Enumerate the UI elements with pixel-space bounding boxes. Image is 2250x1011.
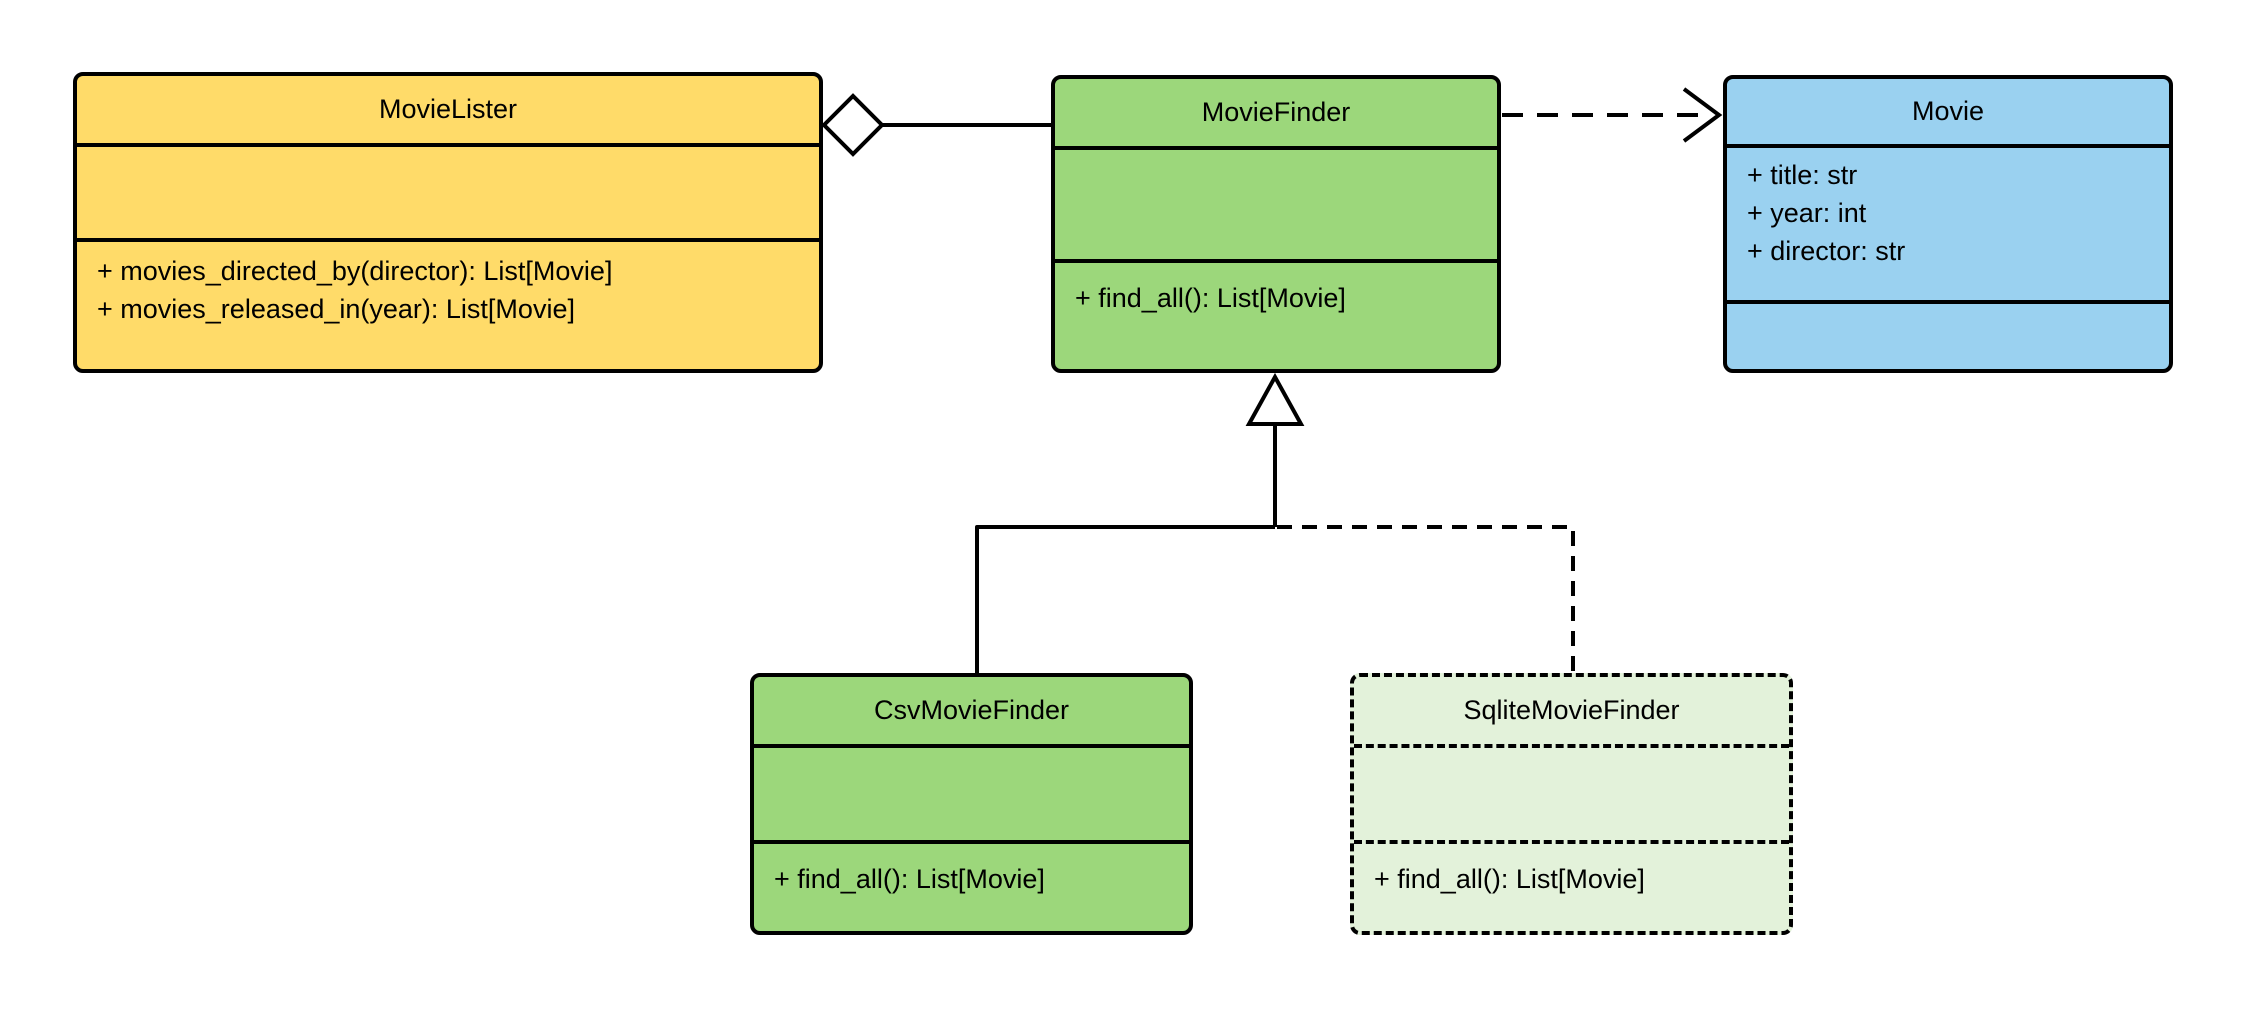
method: + find_all(): List[Movie] [1374, 864, 1645, 894]
class-movielister: MovieLister + movies_directed_by(directo… [73, 72, 823, 373]
attributes-compartment [1354, 748, 1789, 844]
attributes-compartment [754, 748, 1189, 844]
attribute: + title: str [1747, 160, 1858, 190]
attributes-compartment: + title: str + year: int + director: str [1727, 148, 2169, 304]
method: + movies_released_in(year): List[Movie] [97, 294, 575, 324]
attribute: + year: int [1747, 198, 1867, 228]
class-title: Movie [1727, 79, 2169, 148]
methods-compartment: + find_all(): List[Movie] [1055, 263, 1497, 369]
attributes-compartment [1055, 150, 1497, 263]
generalization-solid-branch [975, 525, 1275, 673]
attributes-compartment [77, 147, 819, 242]
class-title: MovieLister [77, 76, 819, 147]
dependency-open-arrow-icon [1682, 87, 1723, 143]
methods-compartment: + movies_directed_by(director): List[Mov… [77, 242, 819, 369]
class-csvmoviefinder: CsvMovieFinder + find_all(): List[Movie] [750, 673, 1193, 935]
class-title: MovieFinder [1055, 79, 1497, 150]
method: + find_all(): List[Movie] [1075, 283, 1346, 313]
method: + find_all(): List[Movie] [774, 864, 1045, 894]
class-movie: Movie + title: str + year: int + directo… [1723, 75, 2173, 373]
aggregation-diamond-icon [821, 93, 885, 157]
class-title: CsvMovieFinder [754, 677, 1189, 748]
methods-compartment: + find_all(): List[Movie] [754, 844, 1189, 931]
methods-compartment: + find_all(): List[Movie] [1354, 844, 1789, 931]
attribute: + director: str [1747, 236, 1906, 266]
methods-compartment [1727, 304, 2169, 369]
generalization-triangle-icon [1245, 372, 1305, 426]
class-sqlitemoviefinder: SqliteMovieFinder + find_all(): List[Mov… [1350, 673, 1793, 935]
class-moviefinder: MovieFinder + find_all(): List[Movie] [1051, 75, 1501, 373]
generalization-dashed-branch [1277, 525, 1575, 673]
method: + movies_directed_by(director): List[Mov… [97, 256, 613, 286]
class-title: SqliteMovieFinder [1354, 677, 1789, 748]
